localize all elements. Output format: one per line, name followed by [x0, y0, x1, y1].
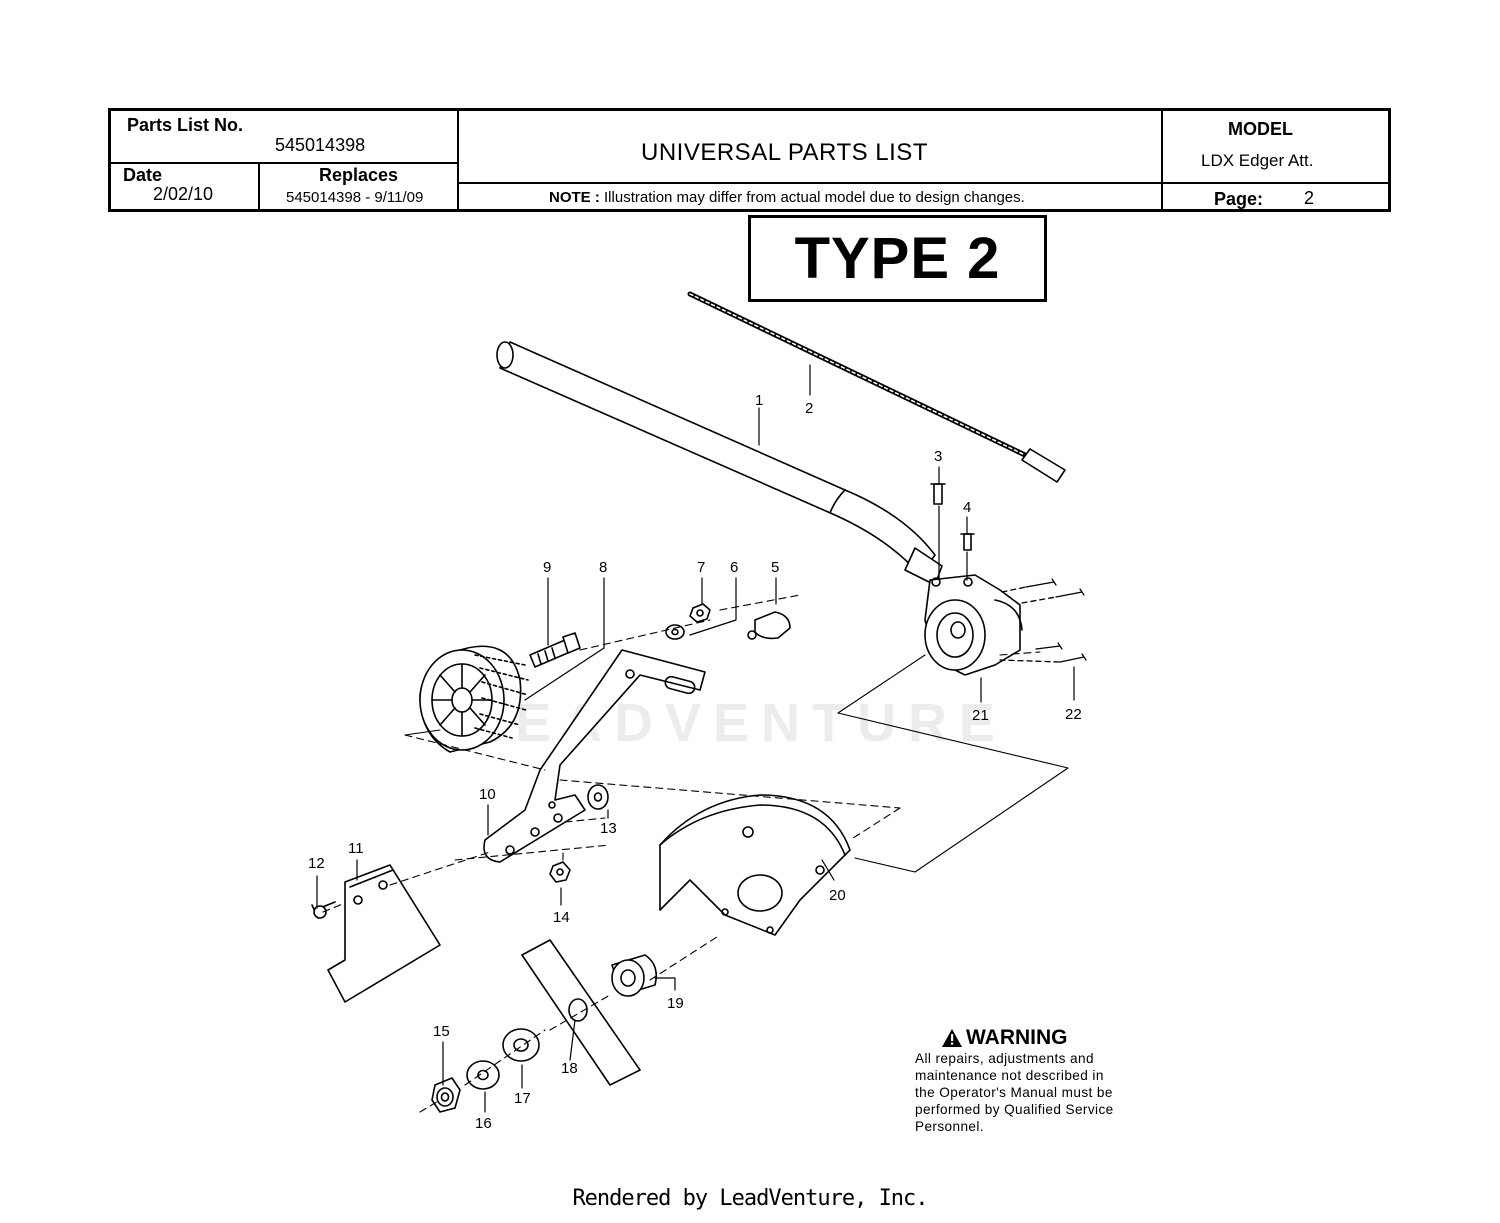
callout-14: 14 — [553, 909, 570, 926]
page-title: UNIVERSAL PARTS LIST — [641, 139, 928, 166]
edger-shoe — [311, 864, 441, 1003]
divider — [258, 162, 260, 209]
parts-list-label: Parts List No. — [127, 115, 244, 135]
warning-notice: WARNING All repairs, adjustments and mai… — [915, 1026, 1155, 1135]
warning-line: Personnel. — [915, 1119, 984, 1134]
callout-5: 5 — [771, 559, 779, 576]
blade-hardware — [431, 1028, 540, 1113]
callout-numbers: 1 2 3 4 5 6 7 8 9 10 11 12 13 14 15 16 1… — [308, 392, 1082, 1132]
callout-4: 4 — [963, 499, 971, 516]
callout-13: 13 — [600, 820, 617, 837]
callout-19: 19 — [667, 995, 684, 1012]
drive-cable — [687, 291, 1066, 483]
callout-22: 22 — [1065, 706, 1082, 723]
note-text: Illustration may differ from actual mode… — [604, 189, 1025, 206]
callout-2: 2 — [805, 400, 813, 417]
edger-wheel — [419, 645, 529, 753]
replaces-label: Replaces — [319, 165, 399, 185]
adjuster-knob — [665, 603, 791, 640]
callout-21: 21 — [972, 707, 989, 724]
callout-15: 15 — [433, 1023, 450, 1040]
date-label: Date — [123, 165, 163, 185]
design-note: NOTE : Illustration may differ from actu… — [549, 189, 1025, 206]
spindle-adapter — [611, 954, 658, 997]
date-value: 2/02/10 — [153, 184, 214, 204]
warning-line: maintenance not described in — [915, 1068, 1104, 1083]
callout-3: 3 — [934, 448, 942, 465]
divider — [457, 111, 459, 209]
warning-heading: WARNING — [915, 1026, 1155, 1050]
bracket-washer-nut — [549, 784, 609, 883]
divider — [111, 162, 457, 164]
callout-7: 7 — [697, 559, 705, 576]
warning-triangle-icon — [942, 1029, 962, 1047]
wheel-bracket — [483, 649, 706, 863]
warning-body: All repairs, adjustments and maintenance… — [915, 1050, 1155, 1135]
model-value: LDX Edger Att. — [1201, 151, 1314, 170]
type-label-box: TYPE 2 — [748, 215, 1047, 302]
callout-11: 11 — [348, 840, 364, 857]
connector-lines — [404, 654, 1069, 873]
page-number: 2 — [1304, 188, 1315, 208]
warning-line: the Operator's Manual must be — [915, 1085, 1113, 1100]
edger-blade — [521, 939, 641, 1086]
callout-20: 20 — [829, 887, 846, 904]
warning-line: All repairs, adjustments and — [915, 1051, 1094, 1066]
callout-1: 1 — [755, 392, 763, 409]
footer-credit: Rendered by LeadVenture, Inc. — [572, 1186, 928, 1211]
assembly-lines — [322, 594, 1041, 1113]
divider — [1161, 111, 1163, 209]
shaft-tube — [496, 341, 943, 586]
warning-line: performed by Qualified Service — [915, 1102, 1114, 1117]
gear-head — [924, 574, 1023, 676]
parts-list-header: Parts List No. 545014398 Date 2/02/10 Re… — [108, 108, 1391, 212]
callout-6: 6 — [730, 559, 738, 576]
callout-10: 10 — [479, 786, 496, 803]
callout-18: 18 — [561, 1060, 578, 1077]
callout-17: 17 — [514, 1090, 531, 1107]
leader-lines — [316, 364, 1075, 1113]
callout-16: 16 — [475, 1115, 492, 1132]
warning-title: WARNING — [966, 1026, 1068, 1049]
page-label: Page: — [1214, 189, 1264, 209]
replaces-value: 545014398 - 9/11/09 — [286, 189, 424, 206]
divider — [457, 182, 1391, 184]
callout-8: 8 — [599, 559, 607, 576]
model-label: MODEL — [1228, 119, 1293, 139]
wheel-bolt — [529, 632, 581, 668]
note-label: NOTE : — [549, 189, 600, 206]
callout-12: 12 — [308, 855, 325, 872]
parts-list-number: 545014398 — [275, 135, 366, 155]
callout-9: 9 — [543, 559, 551, 576]
gear-head-bolts — [999, 578, 1087, 663]
blade-guard — [659, 794, 851, 936]
